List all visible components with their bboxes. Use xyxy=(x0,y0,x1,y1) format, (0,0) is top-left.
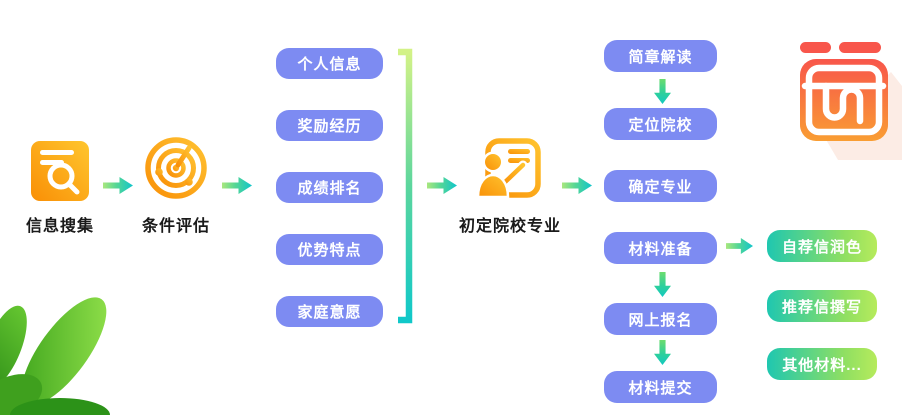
arrow-right-icon xyxy=(562,177,592,194)
document-search-icon xyxy=(31,141,89,201)
material-pill-other: 其他材料... xyxy=(767,348,877,380)
factor-pill-strengths: 优势特点 xyxy=(276,234,383,265)
material-pill-recommendation: 推荐信撰写 xyxy=(767,290,877,322)
step-pill-locate-school: 定位院校 xyxy=(604,108,717,140)
stage-label-collect: 信息搜集 xyxy=(25,218,94,235)
radar-icon xyxy=(145,137,207,199)
bracket-line xyxy=(398,48,413,324)
factor-pill-grades: 成绩排名 xyxy=(276,172,383,203)
factor-pill-awards: 奖励经历 xyxy=(276,110,383,141)
leaf-decoration xyxy=(0,297,110,415)
stage-label-evaluate: 条件评估 xyxy=(141,218,210,235)
factor-pill-personal-info: 个人信息 xyxy=(276,48,383,79)
step-pill-prepare-materials: 材料准备 xyxy=(604,232,717,264)
arrow-right-icon xyxy=(222,177,252,194)
arrow-down-icon xyxy=(654,79,671,104)
arrow-right-icon xyxy=(427,177,457,194)
arrow-down-icon xyxy=(654,272,671,297)
step-pill-brochure: 简章解读 xyxy=(604,40,717,72)
arrow-down-icon xyxy=(654,340,671,365)
brand-logo-icon xyxy=(800,42,902,160)
arrow-right-icon xyxy=(726,238,753,254)
step-pill-submit-materials: 材料提交 xyxy=(604,371,717,403)
stage-label-preselect: 初定院校专业 xyxy=(458,218,561,235)
person-document-icon xyxy=(476,138,541,199)
arrow-right-icon xyxy=(103,177,133,194)
step-pill-confirm-major: 确定专业 xyxy=(604,170,717,202)
factor-pill-family-wish: 家庭意愿 xyxy=(276,296,383,327)
step-pill-online-register: 网上报名 xyxy=(604,303,717,335)
material-pill-self-letter: 自荐信润色 xyxy=(767,230,877,262)
